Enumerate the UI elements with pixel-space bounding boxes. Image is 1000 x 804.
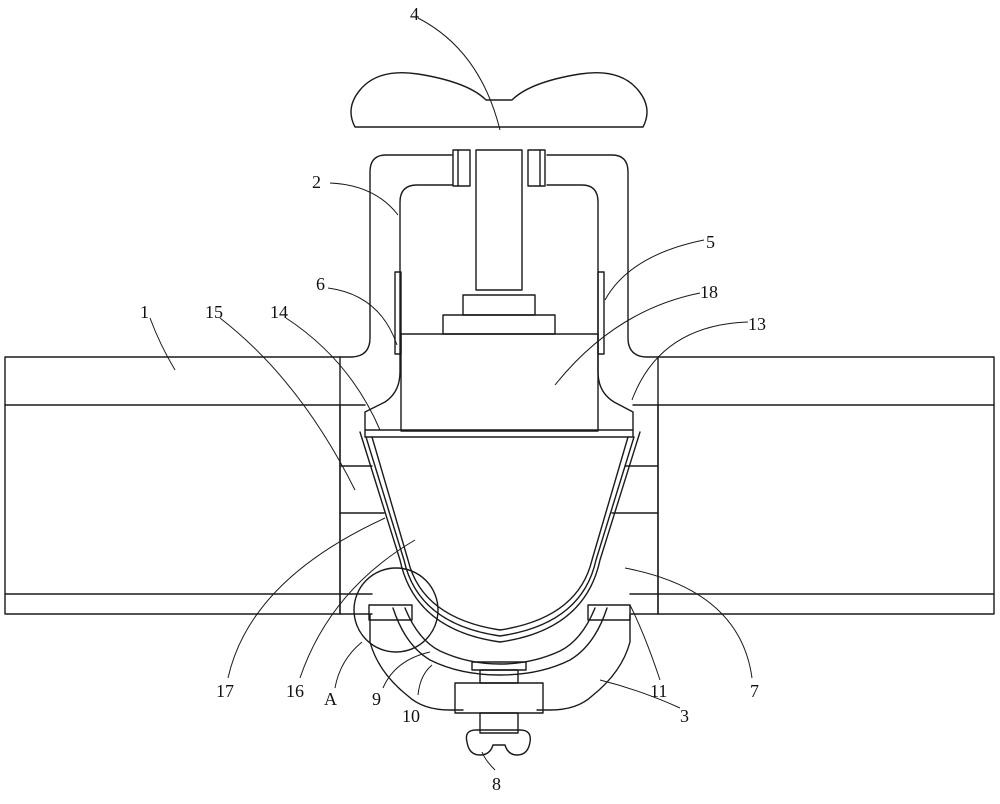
pipe-right (657, 356, 995, 615)
label-A: A (324, 689, 337, 709)
label-6: 6 (316, 274, 325, 294)
handwheel (350, 72, 648, 128)
label-4: 4 (410, 4, 419, 24)
side-plate-right (597, 271, 605, 355)
valve-stem (442, 149, 556, 335)
lower-housing (368, 604, 631, 734)
label-14: 14 (270, 302, 288, 322)
label-18: 18 (700, 282, 718, 302)
label-1: 1 (140, 302, 149, 322)
valve-plug (359, 431, 641, 643)
detail-circle-a (353, 567, 439, 653)
label-13: 13 (748, 314, 766, 334)
label-8: 8 (492, 774, 501, 794)
side-plate-left (394, 271, 402, 355)
label-7: 7 (750, 681, 759, 701)
label-17: 17 (216, 681, 234, 701)
pipe-left (4, 356, 341, 615)
valve-core-block (364, 333, 634, 438)
label-5: 5 (706, 232, 715, 252)
label-9: 9 (372, 689, 381, 709)
yoke (339, 154, 659, 431)
label-10: 10 (402, 706, 420, 726)
part-labels: 4 2 5 6 18 13 1 15 14 17 16 A 9 10 11 7 … (140, 4, 766, 794)
label-16: 16 (286, 681, 304, 701)
drain-knob (465, 729, 531, 756)
label-2: 2 (312, 172, 321, 192)
leader-lines (149, 17, 753, 771)
label-11: 11 (650, 681, 667, 701)
pipe-body (4, 356, 995, 615)
label-15: 15 (205, 302, 223, 322)
label-3: 3 (680, 706, 689, 726)
